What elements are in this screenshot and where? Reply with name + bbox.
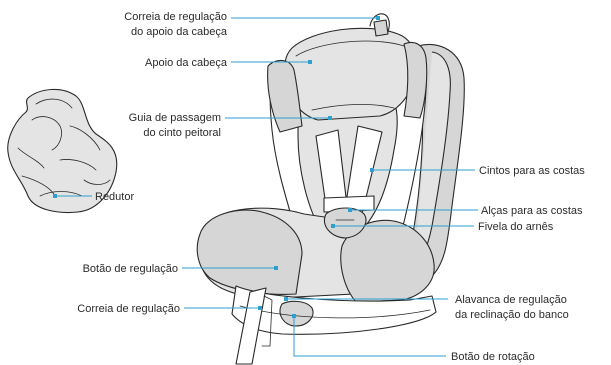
marker-cintos [370,168,374,172]
label-alavanca-l2: da reclinação do banco [455,309,569,321]
label-guia-l1: Guia de passagem [129,112,221,124]
marker-alcas [348,208,352,212]
marker-apoio-cabeca [308,60,312,64]
label-alcas-costas: Alças para as costas [481,205,583,217]
marker-guia [328,116,332,120]
marker-botao-regulacao [274,266,278,270]
label-correia-apoio-l2: do apoio da cabeça [131,26,228,38]
label-alavanca-l1: Alavanca de regulação [455,294,567,306]
label-correia-regulacao: Correia de regulação [77,303,180,315]
label-redutor: Redutor [95,191,134,203]
label-cintos-costas: Cintos para as costas [479,165,585,177]
marker-correia-apoio [376,16,380,20]
label-fivela: Fivela do arnês [478,221,554,233]
label-botao-rotacao: Botão de rotação [451,351,535,363]
label-botao-regulacao: Botão de regulação [83,263,178,275]
marker-redutor [53,194,57,198]
label-correia-apoio-l1: Correia de regulação [124,11,227,23]
marker-alavanca [284,297,288,301]
marker-fivela [331,224,335,228]
car-seat-illustration [197,14,464,364]
marker-botao-rotacao [292,314,296,318]
label-apoio-cabeca: Apoio da cabeça [145,57,228,69]
label-guia-l2: do cinto peitoral [143,127,221,139]
marker-correia-regulacao [258,306,262,310]
